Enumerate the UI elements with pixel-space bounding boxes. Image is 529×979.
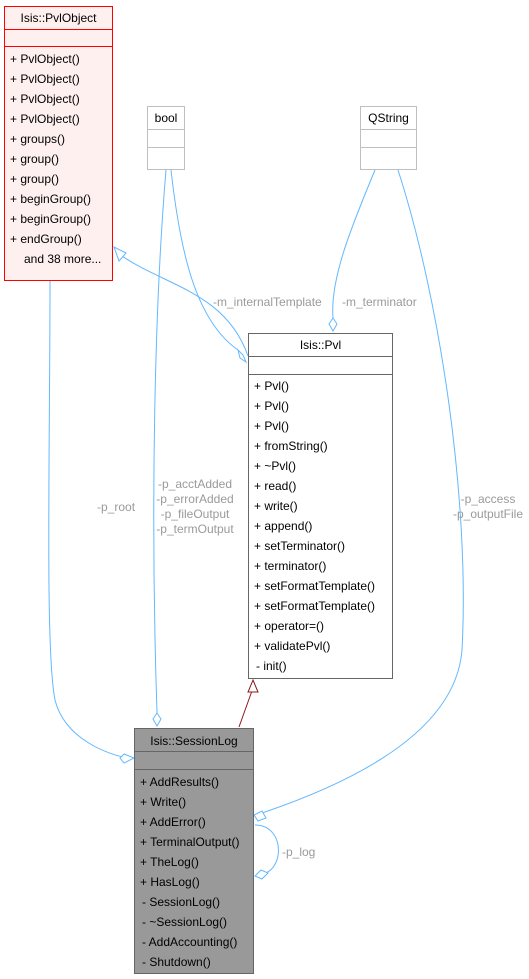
class-box-sessionlog[interactable]: Isis::SessionLog + AddResults() + Write(… xyxy=(134,728,254,974)
label-p-output-file: -p_outputFile xyxy=(453,507,523,521)
member-pvl-1: + Pvl() xyxy=(254,379,289,393)
inherit-arrow-pvl xyxy=(247,678,259,693)
class-title-pvl: Isis::Pvl xyxy=(300,338,341,352)
member-pvl-11: + setFormatTemplate() xyxy=(254,579,375,593)
member-sessionlog-6: + HasLog() xyxy=(140,875,200,889)
aggregation-diamond-qstring-sessionlog xyxy=(253,810,267,822)
member-sessionlog-7: - SessionLog() xyxy=(142,895,220,909)
member-pvlobject-6: + group() xyxy=(10,152,59,166)
member-pvl-4: + fromString() xyxy=(254,439,328,453)
member-pvl-9: + setTerminator() xyxy=(254,539,345,553)
member-sessionlog-4: + TerminalOutput() xyxy=(140,835,240,849)
edge-bool-sessionlog xyxy=(153,169,167,714)
member-pvlobject-5: + groups() xyxy=(10,132,65,146)
edge-qstring-pvl xyxy=(332,169,376,319)
class-title-sessionlog: Isis::SessionLog xyxy=(150,734,237,748)
member-pvl-14: + validatePvl() xyxy=(254,639,330,653)
aggregation-diamond-pvlobject-sessionlog xyxy=(119,753,136,764)
label-file-output: -p_fileOutput xyxy=(161,507,230,521)
member-sessionlog-10: - Shutdown() xyxy=(142,955,211,969)
member-pvl-13: + operator=() xyxy=(254,619,324,633)
member-pvlobject-4: + PvlObject() xyxy=(10,112,80,126)
label-p-access: -p_access xyxy=(461,492,516,506)
member-pvlobject-1: + PvlObject() xyxy=(10,52,80,66)
class-box-qstring[interactable]: QString xyxy=(360,106,417,170)
member-sessionlog-1: + AddResults() xyxy=(140,775,219,789)
member-pvl-10: + terminator() xyxy=(254,559,326,573)
member-pvl-3: + Pvl() xyxy=(254,419,289,433)
member-pvlobject-9: + beginGroup() xyxy=(10,212,91,226)
member-pvl-2: + Pvl() xyxy=(254,399,289,413)
inherit-arrow-pvlobject xyxy=(113,245,127,262)
edge-qstring-sessionlog xyxy=(261,169,464,814)
class-box-bool[interactable]: bool xyxy=(147,106,185,170)
label-p-log: -p_log xyxy=(282,845,315,859)
label-m-internal-template: -m_internalTemplate xyxy=(213,295,322,309)
member-pvlobject-more: and 38 more... xyxy=(24,252,101,266)
edge-sessionlog-inherits-pvl xyxy=(238,687,254,728)
aggregation-diamond-bool-pvl xyxy=(237,348,248,364)
member-pvl-15: - init() xyxy=(256,659,287,673)
member-pvlobject-8: + beginGroup() xyxy=(10,192,91,206)
label-term-output: -p_termOutput xyxy=(156,522,234,536)
edge-sessionlog-self xyxy=(254,824,279,875)
member-pvl-7: + write() xyxy=(254,499,298,513)
member-pvl-8: + append() xyxy=(254,519,312,533)
member-pvlobject-3: + PvlObject() xyxy=(10,92,80,106)
member-pvl-12: + setFormatTemplate() xyxy=(254,599,375,613)
label-p-root: -p_root xyxy=(97,500,136,514)
class-title-bool: bool xyxy=(155,111,178,125)
member-sessionlog-5: + TheLog() xyxy=(140,855,199,869)
edge-pvlobject-sessionlog xyxy=(48,279,129,759)
class-title-qstring: QString xyxy=(368,111,409,125)
class-title-pvlobject: Isis::PvlObject xyxy=(20,11,97,25)
class-box-pvlobject[interactable]: Isis::PvlObject + PvlObject() + PvlObjec… xyxy=(4,6,113,281)
label-error-added: -p_errorAdded xyxy=(156,492,233,506)
aggregation-diamond-qstring-pvl xyxy=(328,317,338,333)
aggregation-diamond-sessionlog-self xyxy=(254,869,269,880)
member-sessionlog-2: + Write() xyxy=(140,795,186,809)
member-pvl-6: + read() xyxy=(254,479,296,493)
edge-pvl-inherits-pvlobject xyxy=(117,252,249,357)
member-sessionlog-3: + AddError() xyxy=(140,815,206,829)
label-acct-added: -p_acctAdded xyxy=(158,477,232,491)
member-sessionlog-9: - AddAccounting() xyxy=(142,935,237,949)
aggregation-diamond-bool-sessionlog xyxy=(152,712,162,728)
member-pvlobject-2: + PvlObject() xyxy=(10,72,80,86)
class-box-pvl[interactable]: Isis::Pvl + Pvl() + Pvl() + Pvl() + from… xyxy=(248,333,393,679)
member-pvlobject-7: + group() xyxy=(10,172,59,186)
member-pvl-5: + ~Pvl() xyxy=(254,459,296,473)
edge-bool-pvl xyxy=(170,169,239,351)
member-sessionlog-8: - ~SessionLog() xyxy=(142,915,227,929)
member-pvlobject-10: + endGroup() xyxy=(10,232,82,246)
label-m-terminator: -m_terminator xyxy=(342,295,417,309)
